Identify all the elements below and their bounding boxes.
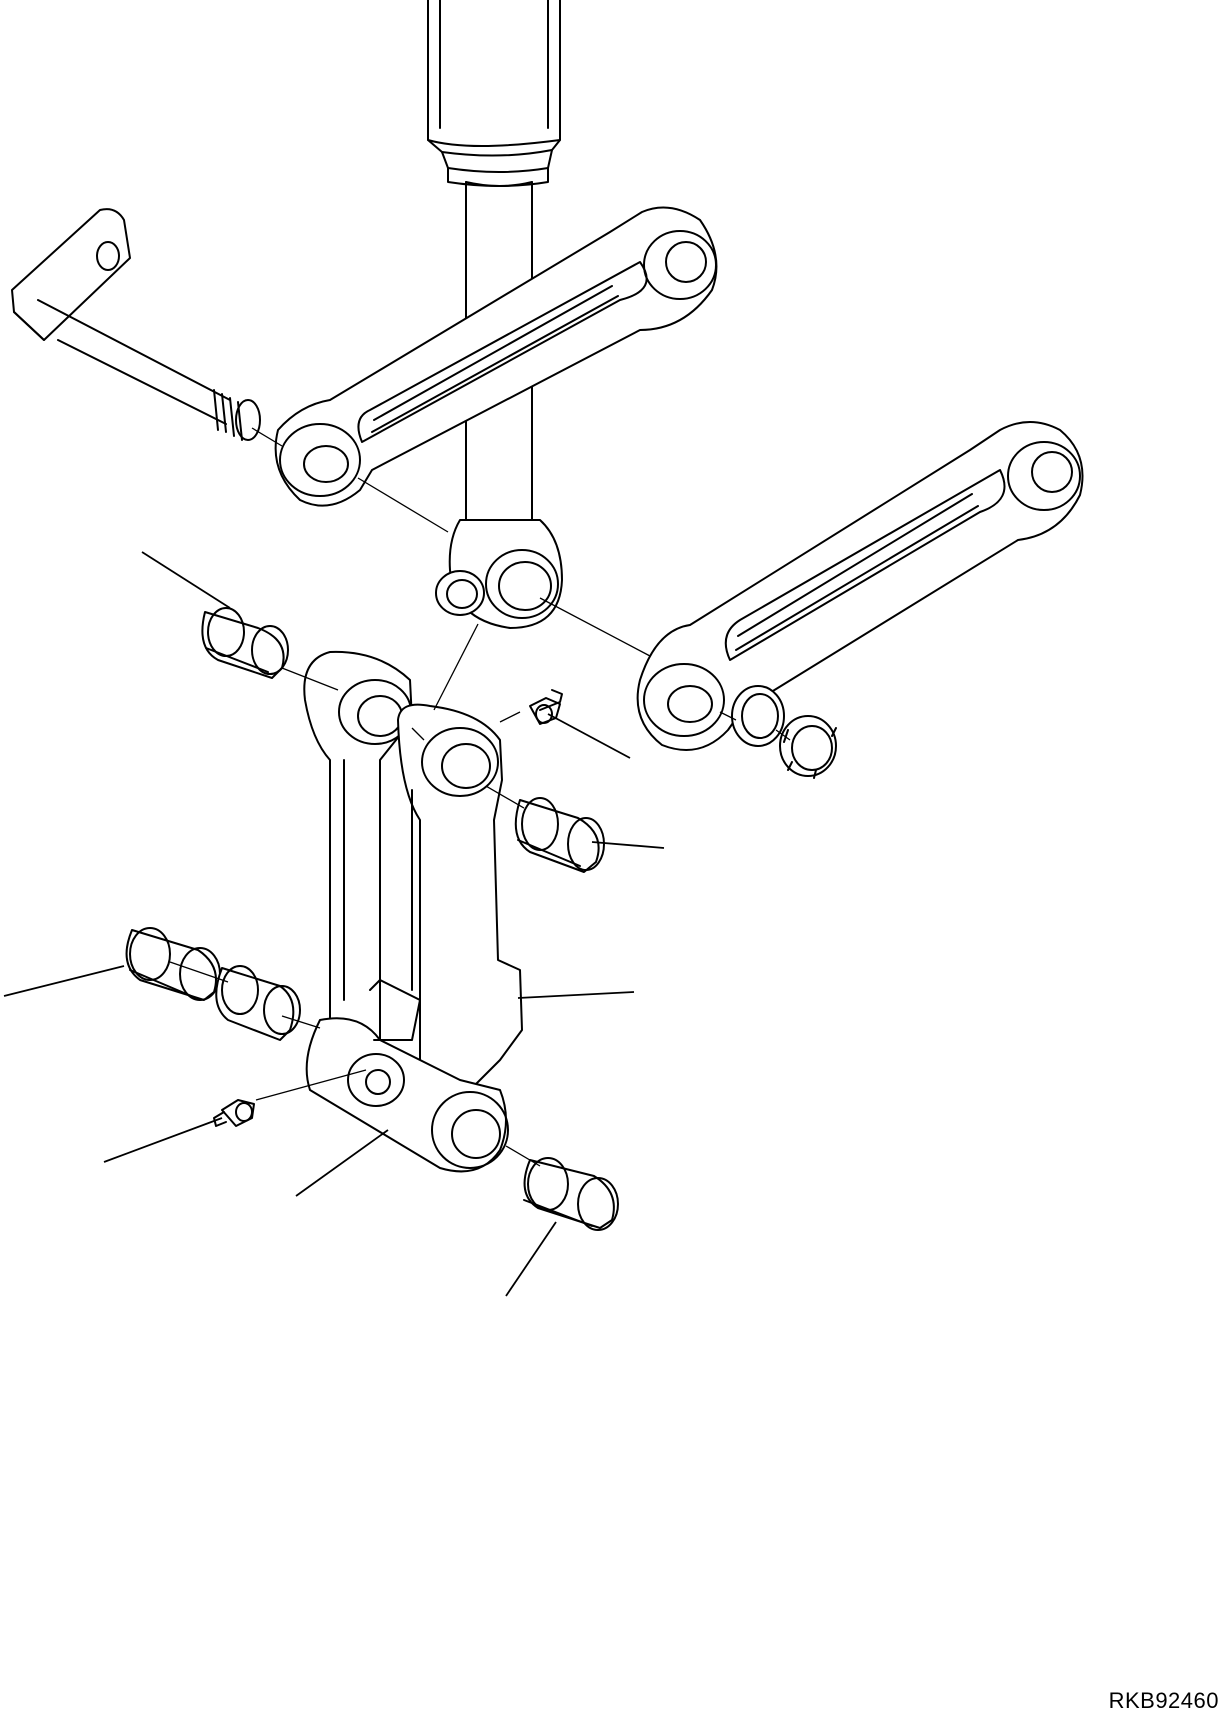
- bushing-lower-left-outer: [125, 927, 221, 1001]
- washer: [731, 685, 785, 747]
- upper-link-right: [636, 421, 1084, 751]
- callout-leader-lines: [3, 551, 665, 1297]
- figure-reference-code: RKB92460: [1108, 1688, 1219, 1713]
- bushing-lower-right: [523, 1157, 619, 1231]
- hydraulic-cylinder: [427, 0, 561, 521]
- h-link: [303, 650, 523, 1173]
- assembly-axis-lines: [169, 427, 791, 1167]
- bushing-lower-left-inner: [215, 965, 301, 1041]
- upper-link-left: [274, 206, 718, 507]
- grease-fitting-upper: [529, 689, 563, 725]
- bushing-upper-left: [201, 607, 289, 679]
- cylinder-rod-eye: [435, 519, 563, 629]
- pin: [11, 208, 261, 441]
- bushing-upper-right: [514, 797, 605, 873]
- castle-nut: [779, 715, 837, 779]
- grease-fitting-lower: [213, 1099, 255, 1127]
